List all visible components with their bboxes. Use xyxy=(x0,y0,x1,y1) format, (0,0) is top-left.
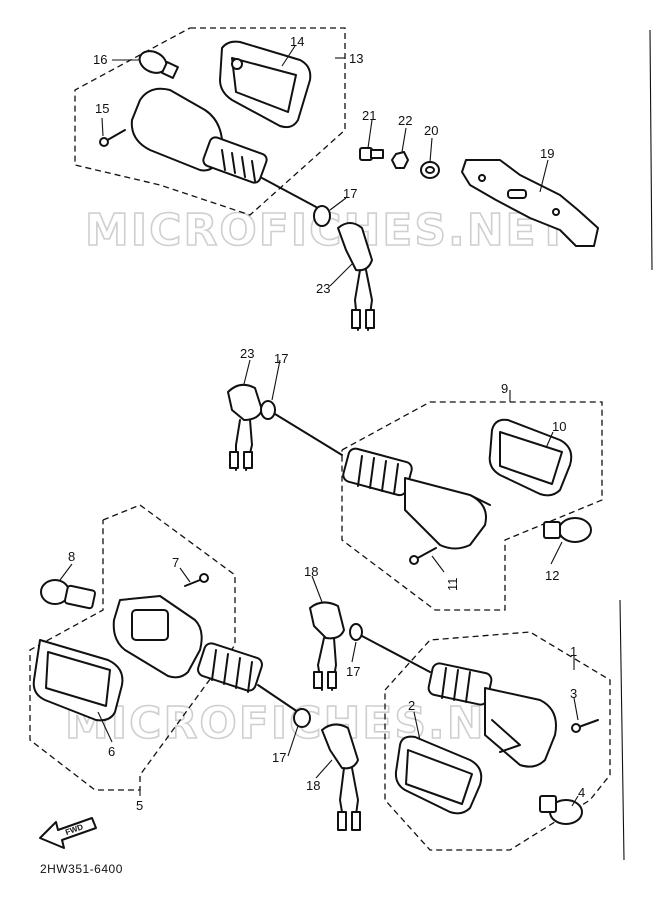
grommet-17d xyxy=(349,623,363,641)
washer-20 xyxy=(420,161,440,179)
label-11: 11 xyxy=(445,578,460,592)
grommet-17c xyxy=(293,708,311,728)
label-17c: 17 xyxy=(272,750,286,765)
connector-23b xyxy=(227,383,263,471)
housing-bottom-right xyxy=(427,662,557,768)
lens-14 xyxy=(219,40,312,129)
label-9: 9 xyxy=(501,381,508,396)
bracket-19 xyxy=(461,159,599,247)
label-21: 21 xyxy=(362,108,376,123)
bulb-12 xyxy=(543,517,592,543)
label-18a: 18 xyxy=(304,564,318,579)
label-10: 10 xyxy=(552,419,566,434)
bolt-21 xyxy=(359,147,384,161)
label-17d: 17 xyxy=(346,664,360,679)
label-2: 2 xyxy=(408,698,415,713)
screw-11 xyxy=(409,547,437,565)
label-17a: 17 xyxy=(343,186,357,201)
label-1: 1 xyxy=(570,644,577,659)
housing-bottom-left xyxy=(112,595,299,713)
screw-7 xyxy=(184,573,209,587)
housing-middle xyxy=(342,447,491,550)
forward-arrow-icon: FWD xyxy=(39,817,97,849)
bracket-group xyxy=(359,147,599,247)
connector-23a xyxy=(337,222,375,331)
bulb-4 xyxy=(539,795,583,825)
grommet-17b xyxy=(260,400,276,420)
label-7: 7 xyxy=(172,555,179,570)
connector-18b xyxy=(321,723,361,831)
label-6: 6 xyxy=(108,744,115,759)
label-22: 22 xyxy=(398,113,412,128)
middle-signal-assembly xyxy=(227,383,603,611)
label-13: 13 xyxy=(349,51,363,66)
label-3: 3 xyxy=(570,686,577,701)
nut-22 xyxy=(391,151,409,169)
label-23a: 23 xyxy=(316,281,330,296)
label-14: 14 xyxy=(290,34,304,49)
lens-10 xyxy=(488,418,573,497)
bottom-right-signal-assembly xyxy=(309,601,611,851)
label-5: 5 xyxy=(136,798,143,813)
label-23b: 23 xyxy=(240,346,254,361)
diagram-code: 2HW351-6400 xyxy=(40,862,123,876)
leader-lines xyxy=(59,45,579,807)
bulb-16 xyxy=(138,50,179,79)
screw-15 xyxy=(99,129,126,147)
bulb-8 xyxy=(40,579,97,610)
label-12: 12 xyxy=(545,568,559,583)
connector-18a xyxy=(309,601,345,691)
label-16: 16 xyxy=(93,52,107,67)
lens-2 xyxy=(394,735,483,815)
bottom-left-signal-assembly xyxy=(29,504,361,831)
label-4: 4 xyxy=(578,785,585,800)
label-20: 20 xyxy=(424,123,438,138)
screw-3 xyxy=(571,719,599,733)
label-15: 15 xyxy=(95,101,109,116)
label-18b: 18 xyxy=(306,778,320,793)
callouts: 16 14 13 15 21 22 20 19 17 23 23 17 9 10… xyxy=(68,34,585,813)
scan-edge xyxy=(649,29,653,271)
scan-edge-lower xyxy=(619,599,625,861)
top-signal-assembly xyxy=(74,27,375,331)
label-19: 19 xyxy=(540,146,554,161)
housing-top xyxy=(130,87,319,209)
label-8: 8 xyxy=(68,549,75,564)
grommet-17a xyxy=(313,205,331,227)
lens-6 xyxy=(32,639,124,722)
label-17b: 17 xyxy=(274,351,288,366)
